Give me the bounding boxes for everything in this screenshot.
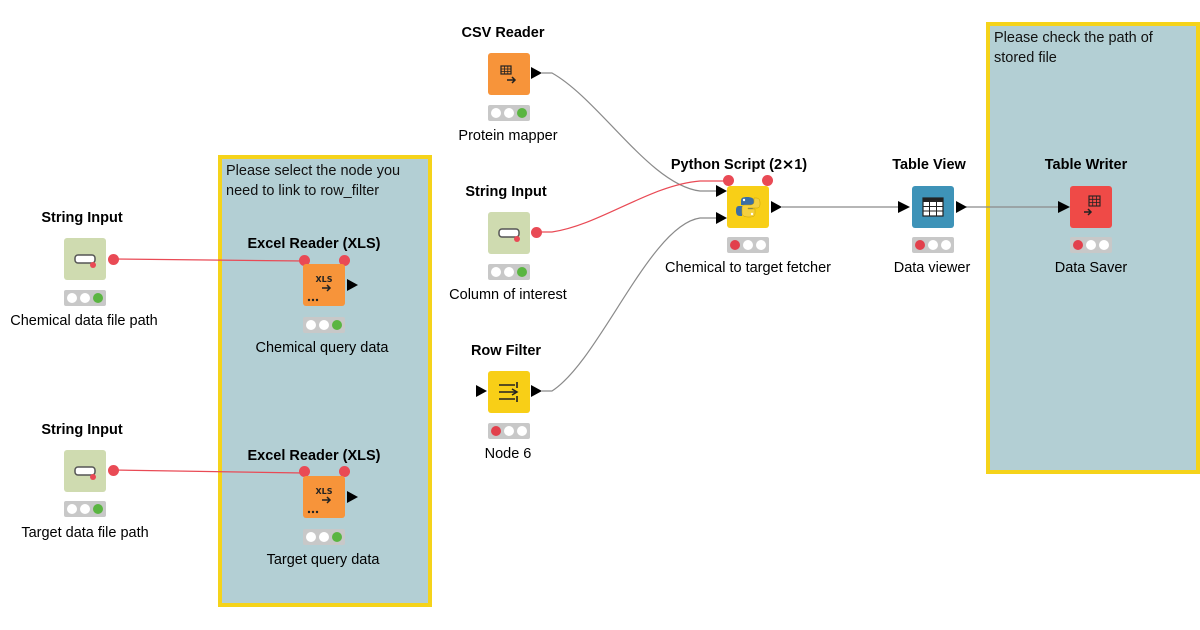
node-label[interactable]: Target query data	[266, 552, 380, 568]
node-label[interactable]: Column of interest	[449, 287, 567, 303]
node-title: Row Filter	[470, 343, 542, 359]
status-indicator	[1070, 237, 1112, 253]
node-label[interactable]: Target data file path	[21, 525, 149, 541]
connection-string1-to-excel1[interactable]	[112, 258, 305, 262]
node-label[interactable]: Data viewer	[893, 260, 971, 276]
connection-string-to-python[interactable]	[537, 180, 726, 233]
node-title: Excel Reader (XLS)	[247, 236, 381, 252]
node-title: String Input	[465, 184, 547, 200]
string-input-icon[interactable]	[488, 212, 530, 254]
status-indicator	[64, 290, 106, 306]
input-port-2[interactable]	[716, 212, 727, 224]
node-label[interactable]: Chemical data file path	[10, 313, 158, 329]
xls-icon-text: XLS	[315, 275, 332, 284]
output-port[interactable]	[956, 201, 967, 213]
table-writer-icon[interactable]	[1070, 186, 1112, 228]
xls-reader-icon[interactable]: XLS	[303, 264, 345, 306]
node-title: String Input	[41, 422, 123, 438]
node-title: Table View	[892, 157, 966, 173]
status-indicator	[727, 237, 769, 253]
xls-reader-icon[interactable]: XLS	[303, 476, 345, 518]
row-filter-icon[interactable]	[488, 371, 530, 413]
connection-rowfilter-to-python[interactable]	[542, 217, 716, 392]
status-indicator	[303, 529, 345, 545]
xls-icon-text: XLS	[315, 487, 332, 496]
node-title: Python Script (2⨯1)	[670, 157, 808, 173]
variable-output-port[interactable]	[339, 255, 350, 266]
status-indicator	[488, 105, 530, 121]
input-port[interactable]	[476, 385, 487, 397]
input-port-1[interactable]	[716, 185, 727, 197]
output-port[interactable]	[347, 491, 358, 503]
variable-input-port[interactable]	[299, 255, 310, 266]
csv-reader-icon[interactable]	[488, 53, 530, 95]
output-port[interactable]	[108, 254, 119, 265]
status-indicator	[488, 264, 530, 280]
node-title: Excel Reader (XLS)	[247, 448, 381, 464]
node-label[interactable]: Node 6	[484, 446, 532, 462]
status-indicator	[488, 423, 530, 439]
tablewriter-input-arrow	[1058, 201, 1070, 213]
output-port[interactable]	[531, 67, 542, 79]
node-label[interactable]: Chemical query data	[255, 340, 389, 356]
output-port[interactable]	[347, 279, 358, 291]
connection-csv-to-python[interactable]	[542, 72, 716, 192]
output-port[interactable]	[531, 227, 542, 238]
status-indicator	[912, 237, 954, 253]
variable-output-port[interactable]	[339, 466, 350, 477]
output-port[interactable]	[771, 201, 782, 213]
status-indicator	[64, 501, 106, 517]
annotation-right-text: Please check the path of stored file	[994, 30, 1153, 66]
node-label[interactable]: Data Saver	[1054, 260, 1128, 276]
output-port[interactable]	[108, 465, 119, 476]
variable-input-port[interactable]	[723, 175, 734, 186]
node-label[interactable]: Protein mapper	[458, 128, 558, 144]
status-indicator	[303, 317, 345, 333]
annotation-left-text: Please select the node you need to link …	[226, 163, 401, 199]
connection-string2-to-excel2[interactable]	[112, 469, 305, 474]
string-input-icon[interactable]	[64, 238, 106, 280]
tableview-input-arrow	[898, 201, 910, 213]
node-label[interactable]: Chemical to target fetcher	[664, 260, 832, 276]
table-view-icon[interactable]	[912, 186, 954, 228]
node-title: String Input	[41, 210, 123, 226]
output-port[interactable]	[531, 385, 542, 397]
node-title: CSV Reader	[461, 25, 545, 41]
python-icon[interactable]	[727, 186, 769, 228]
variable-input-port[interactable]	[299, 466, 310, 477]
node-title: Table Writer	[1044, 157, 1128, 173]
string-input-icon[interactable]	[64, 450, 106, 492]
variable-output-port[interactable]	[762, 175, 773, 186]
